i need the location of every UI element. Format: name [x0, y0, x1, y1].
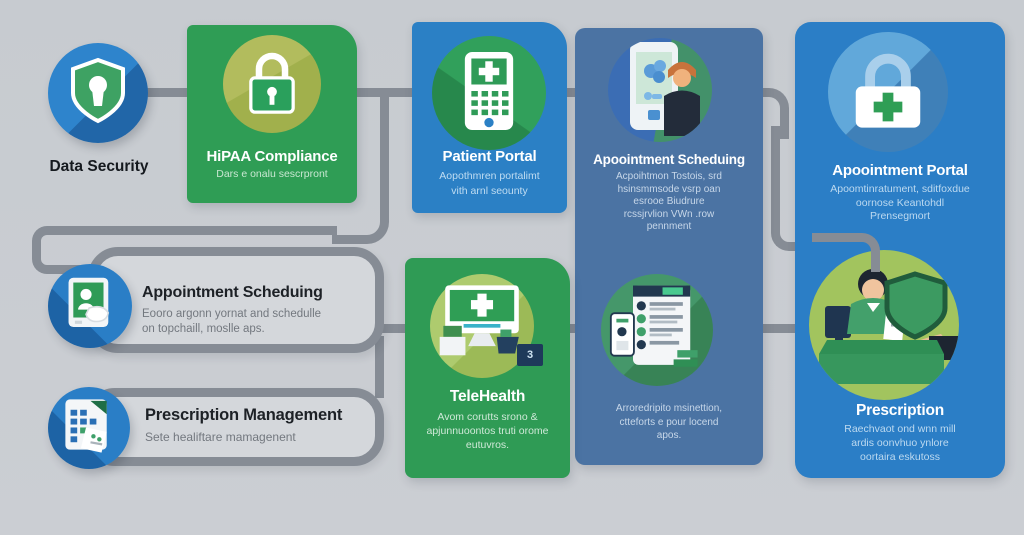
booking-phone-person-icon — [618, 38, 702, 142]
medical-records-subtitle: Arroredripito msinettion, ctteforts e po… — [615, 403, 723, 441]
appointment-portal-card: Apoointment Portal Apoomtinratument, sdi… — [795, 22, 1005, 478]
connector-right-vertical — [771, 126, 780, 226]
patient-portal-title: Patient Portal — [442, 148, 537, 165]
telehealth-title: TeleHealth — [449, 388, 526, 405]
secure-health-lock-icon — [845, 47, 931, 138]
telehealth-card: 3 TeleHealth Avom corutts srono & apjunn… — [405, 258, 570, 478]
appointment-node-circle — [48, 264, 132, 348]
appointment-portal-title: Apoointment Portal — [832, 162, 968, 179]
connector-overlay-line — [812, 233, 846, 242]
shield-lock-icon — [68, 57, 128, 130]
connector-right-step-corner — [746, 88, 789, 139]
pharmacist-desk-illustration — [809, 250, 959, 400]
prescription-management-pill-subtitle: Sete healiftare mamagenent — [145, 430, 296, 444]
connector-return-line — [52, 226, 337, 235]
prescription-circle — [809, 250, 959, 400]
records-clipboard-icon — [609, 280, 705, 381]
connector-mid-vertical — [375, 336, 384, 398]
patient-portal-card: Patient Portal Aopothmren portalimt vith… — [412, 22, 567, 213]
padlock-icon — [241, 47, 303, 122]
telehealth-subtitle: Avom corutts srono & apjunnuoontos truti… — [426, 411, 549, 451]
hipaa-circle — [223, 35, 321, 133]
telehealth-monitor-icon — [436, 281, 528, 372]
appointment-scheduling-pill-subtitle: Eooro argonn yornat and schedulle on top… — [142, 308, 322, 335]
appointment-portal-circle — [828, 32, 948, 152]
appointment-scheduling-pill-title: Appointment Scheduing — [142, 284, 323, 301]
medical-records-circle — [601, 274, 713, 386]
medical-phone-icon — [463, 50, 515, 137]
data-security-label: Data Security — [49, 158, 149, 175]
prescription-node-circle — [48, 387, 130, 469]
appointment-scheduling-card: Apoointment Scheduing Acpoihtmon Tostois… — [575, 28, 763, 465]
hipaa-compliance-card: HiPAA Compliance Dars e onalu sescrpront — [187, 25, 357, 203]
calendar-rx-icon — [58, 395, 120, 462]
connector-u-turn — [32, 226, 87, 274]
telehealth-badge: 3 — [517, 344, 543, 366]
tablet-patient-icon — [59, 273, 121, 340]
patient-portal-subtitle: Aopothmren portalimt vith arnl seounty — [439, 170, 540, 197]
prescription-management-pill-title: Prescription Management — [145, 406, 343, 424]
appointment-portal-subtitle: Apoomtinratument, sditfoxdue oornose Kea… — [830, 183, 970, 222]
telehealth-circle — [430, 274, 534, 378]
connector-left-bend — [332, 88, 389, 244]
prescription-management-pill — [85, 388, 384, 466]
appointment-scheduling-subtitle: Acpoihtmon Tostois, srd hsinsmmsode vsrp… — [616, 171, 722, 232]
patient-portal-circle — [432, 36, 546, 150]
hipaa-subtitle: Dars e onalu sescrpront — [216, 168, 328, 180]
appointment-scheduling-title: Apoointment Scheduing — [593, 152, 745, 167]
connector-overlay-curve — [841, 233, 880, 272]
prescription-title: Prescription — [855, 402, 945, 419]
appointment-scheduling-pill — [88, 247, 384, 353]
hipaa-title: HiPAA Compliance — [206, 148, 338, 165]
prescription-subtitle: Raechvaot ond wnn mill ardis oonvhuo ynl… — [844, 423, 956, 463]
appointment-scheduling-circle — [608, 38, 712, 142]
data-security-circle — [48, 43, 148, 143]
